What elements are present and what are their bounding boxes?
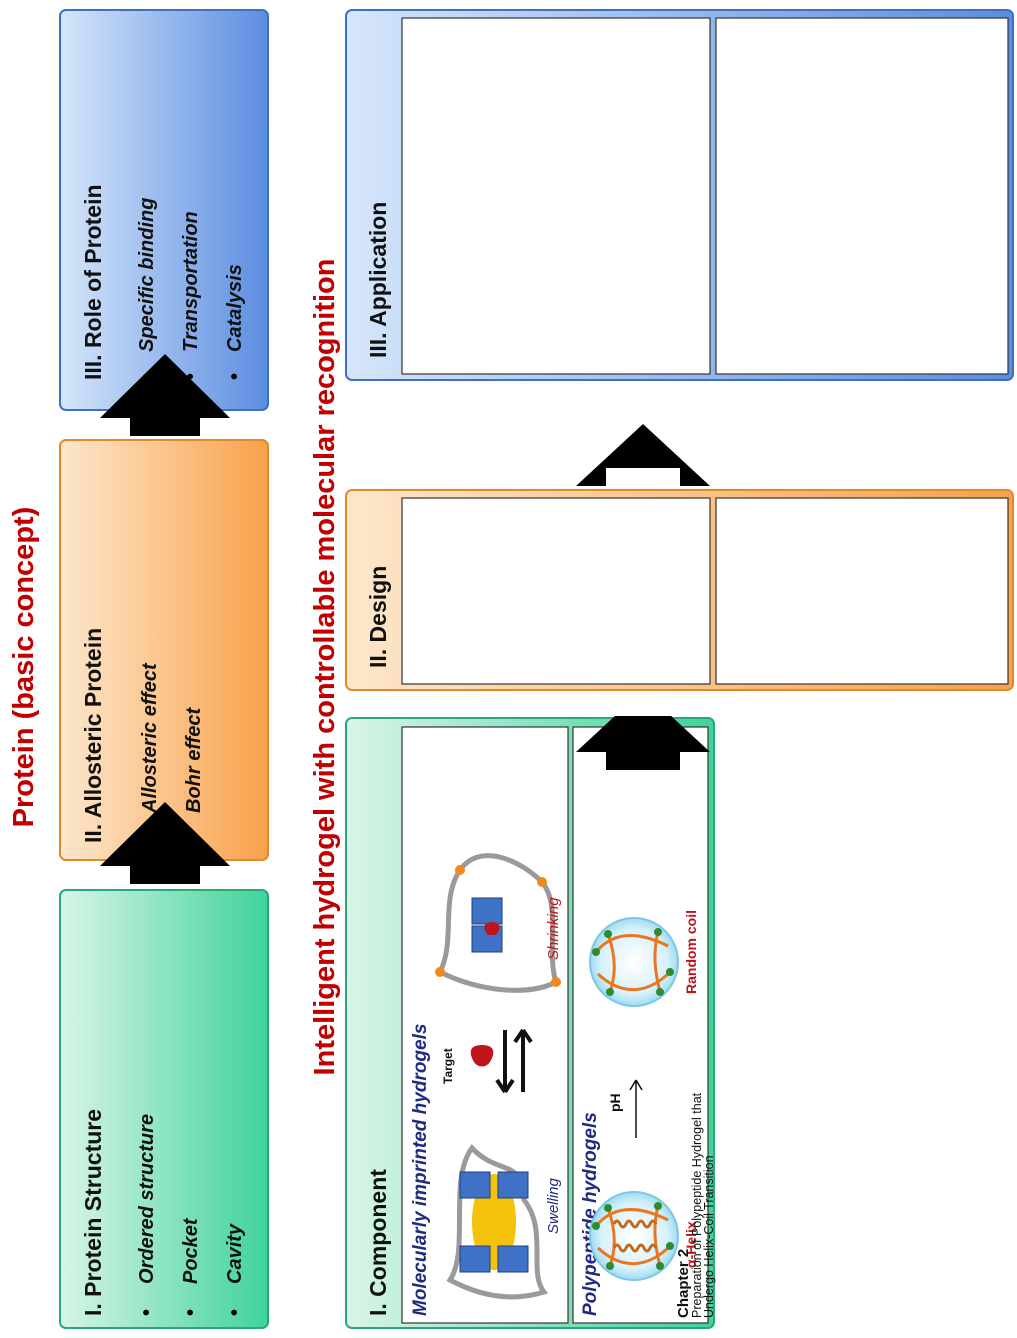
equilibrium-icon [495, 1028, 533, 1094]
protein-structure-box: I. Protein Structure • Ordered structure… [59, 889, 269, 1329]
ro-bullet-3: • [224, 373, 246, 380]
component-heading: I. Component [365, 1169, 391, 1316]
mip-heading-text: Molecularly imprinted hydrogels [410, 1024, 431, 1316]
arrow-up-1 [100, 802, 230, 884]
chapter-2-desc-1: Preparation of Polypeptide Hydrogel that [690, 1092, 704, 1318]
ro-bullet-2: • [180, 373, 202, 380]
allosteric-heading: II. Allosteric Protein [80, 628, 106, 843]
poly-helix-text: α-Helix [683, 1221, 699, 1268]
ps-item-1: Ordered structure [136, 1114, 158, 1284]
ps-item-2: Pocket [180, 1217, 202, 1284]
al-item-1: Allosteric effect [139, 662, 161, 814]
responsive-panel [715, 497, 1009, 685]
role-heading: III. Role of Protein [80, 184, 106, 380]
poly-ph-arrow-icon [629, 1079, 643, 1138]
arrow-up-2 [100, 354, 230, 436]
design-heading: II. Design [365, 566, 391, 668]
chapter-2-title: Chapter 2 [675, 1249, 692, 1318]
role-box: III. Role of Protein • Specific binding … [59, 9, 269, 411]
target-text: Target [441, 1048, 455, 1084]
drug-panel [401, 17, 711, 375]
arrow-up-3 [576, 690, 710, 770]
chapter-2-desc-2: Undergo Helix-Coil Transition [702, 1155, 716, 1318]
mip-shrunk-graphic [435, 853, 561, 993]
mip-swollen-graphic [446, 1144, 549, 1300]
sensor-panel [715, 17, 1009, 375]
application-heading: III. Application [365, 202, 391, 358]
ro-item-1: Specific binding [136, 198, 158, 352]
protein-structure-heading: I. Protein Structure [80, 1109, 106, 1316]
poly-heading-text: Polypeptide hydrogels [580, 1112, 601, 1316]
title-top: Protein (basic concept) [8, 507, 40, 828]
ps-bullet-3: • [224, 1309, 246, 1316]
chapter-2: Chapter 2 Preparation of Polypeptide Hyd… [675, 1092, 716, 1318]
al-item-2: Bohr effect [183, 706, 205, 813]
ps-bullet-1: • [136, 1309, 158, 1316]
target-icon [470, 1045, 494, 1067]
controllable-panel [401, 497, 711, 685]
shrinking-text: Shrinking [545, 897, 562, 960]
title-middle: Intelligent hydrogel with controllable m… [309, 259, 341, 1076]
poly-coil-text: Random coil [683, 910, 699, 994]
ps-bullet-2: • [180, 1309, 202, 1316]
swelling-text: Swelling [545, 1177, 562, 1234]
ps-item-3: Cavity [224, 1223, 246, 1284]
ro-item-3: Catalysis [224, 264, 246, 352]
component-box: I. Component Molecularly imprinted hydro… [345, 717, 715, 1329]
ro-item-2: Transportation [180, 211, 202, 352]
poly-ph-text: pH [607, 1093, 623, 1112]
arrow-up-4 [576, 424, 710, 486]
